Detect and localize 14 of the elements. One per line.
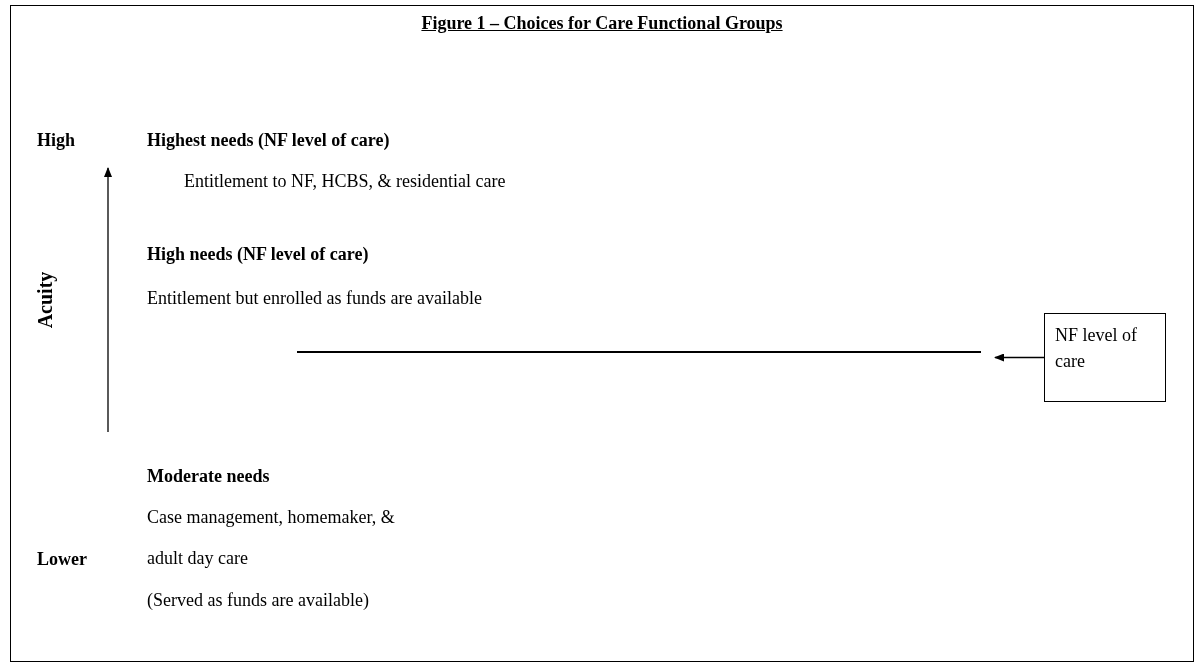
threshold-line	[297, 351, 981, 353]
group-heading: Highest needs (NF level of care)	[147, 130, 390, 151]
level-label: Lower	[37, 549, 87, 570]
arrow	[994, 353, 1045, 362]
group-heading: Moderate needs	[147, 466, 270, 487]
group-description: Entitlement but enrolled as funds are available	[147, 288, 482, 309]
group-heading: High needs (NF level of care)	[147, 244, 369, 265]
group-description: Entitlement to NF, HCBS, & residential care	[184, 171, 506, 192]
level-label: High	[37, 130, 75, 151]
group-description: (Served as funds are available)	[147, 590, 369, 611]
axis-label: Acuity	[33, 271, 57, 329]
group-description: Case management, homemaker, & adult day care	[147, 506, 396, 570]
figure-title: Figure 1 – Choices for Care Functional Groups	[420, 13, 784, 34]
note-box: NF level of care	[1044, 313, 1166, 402]
